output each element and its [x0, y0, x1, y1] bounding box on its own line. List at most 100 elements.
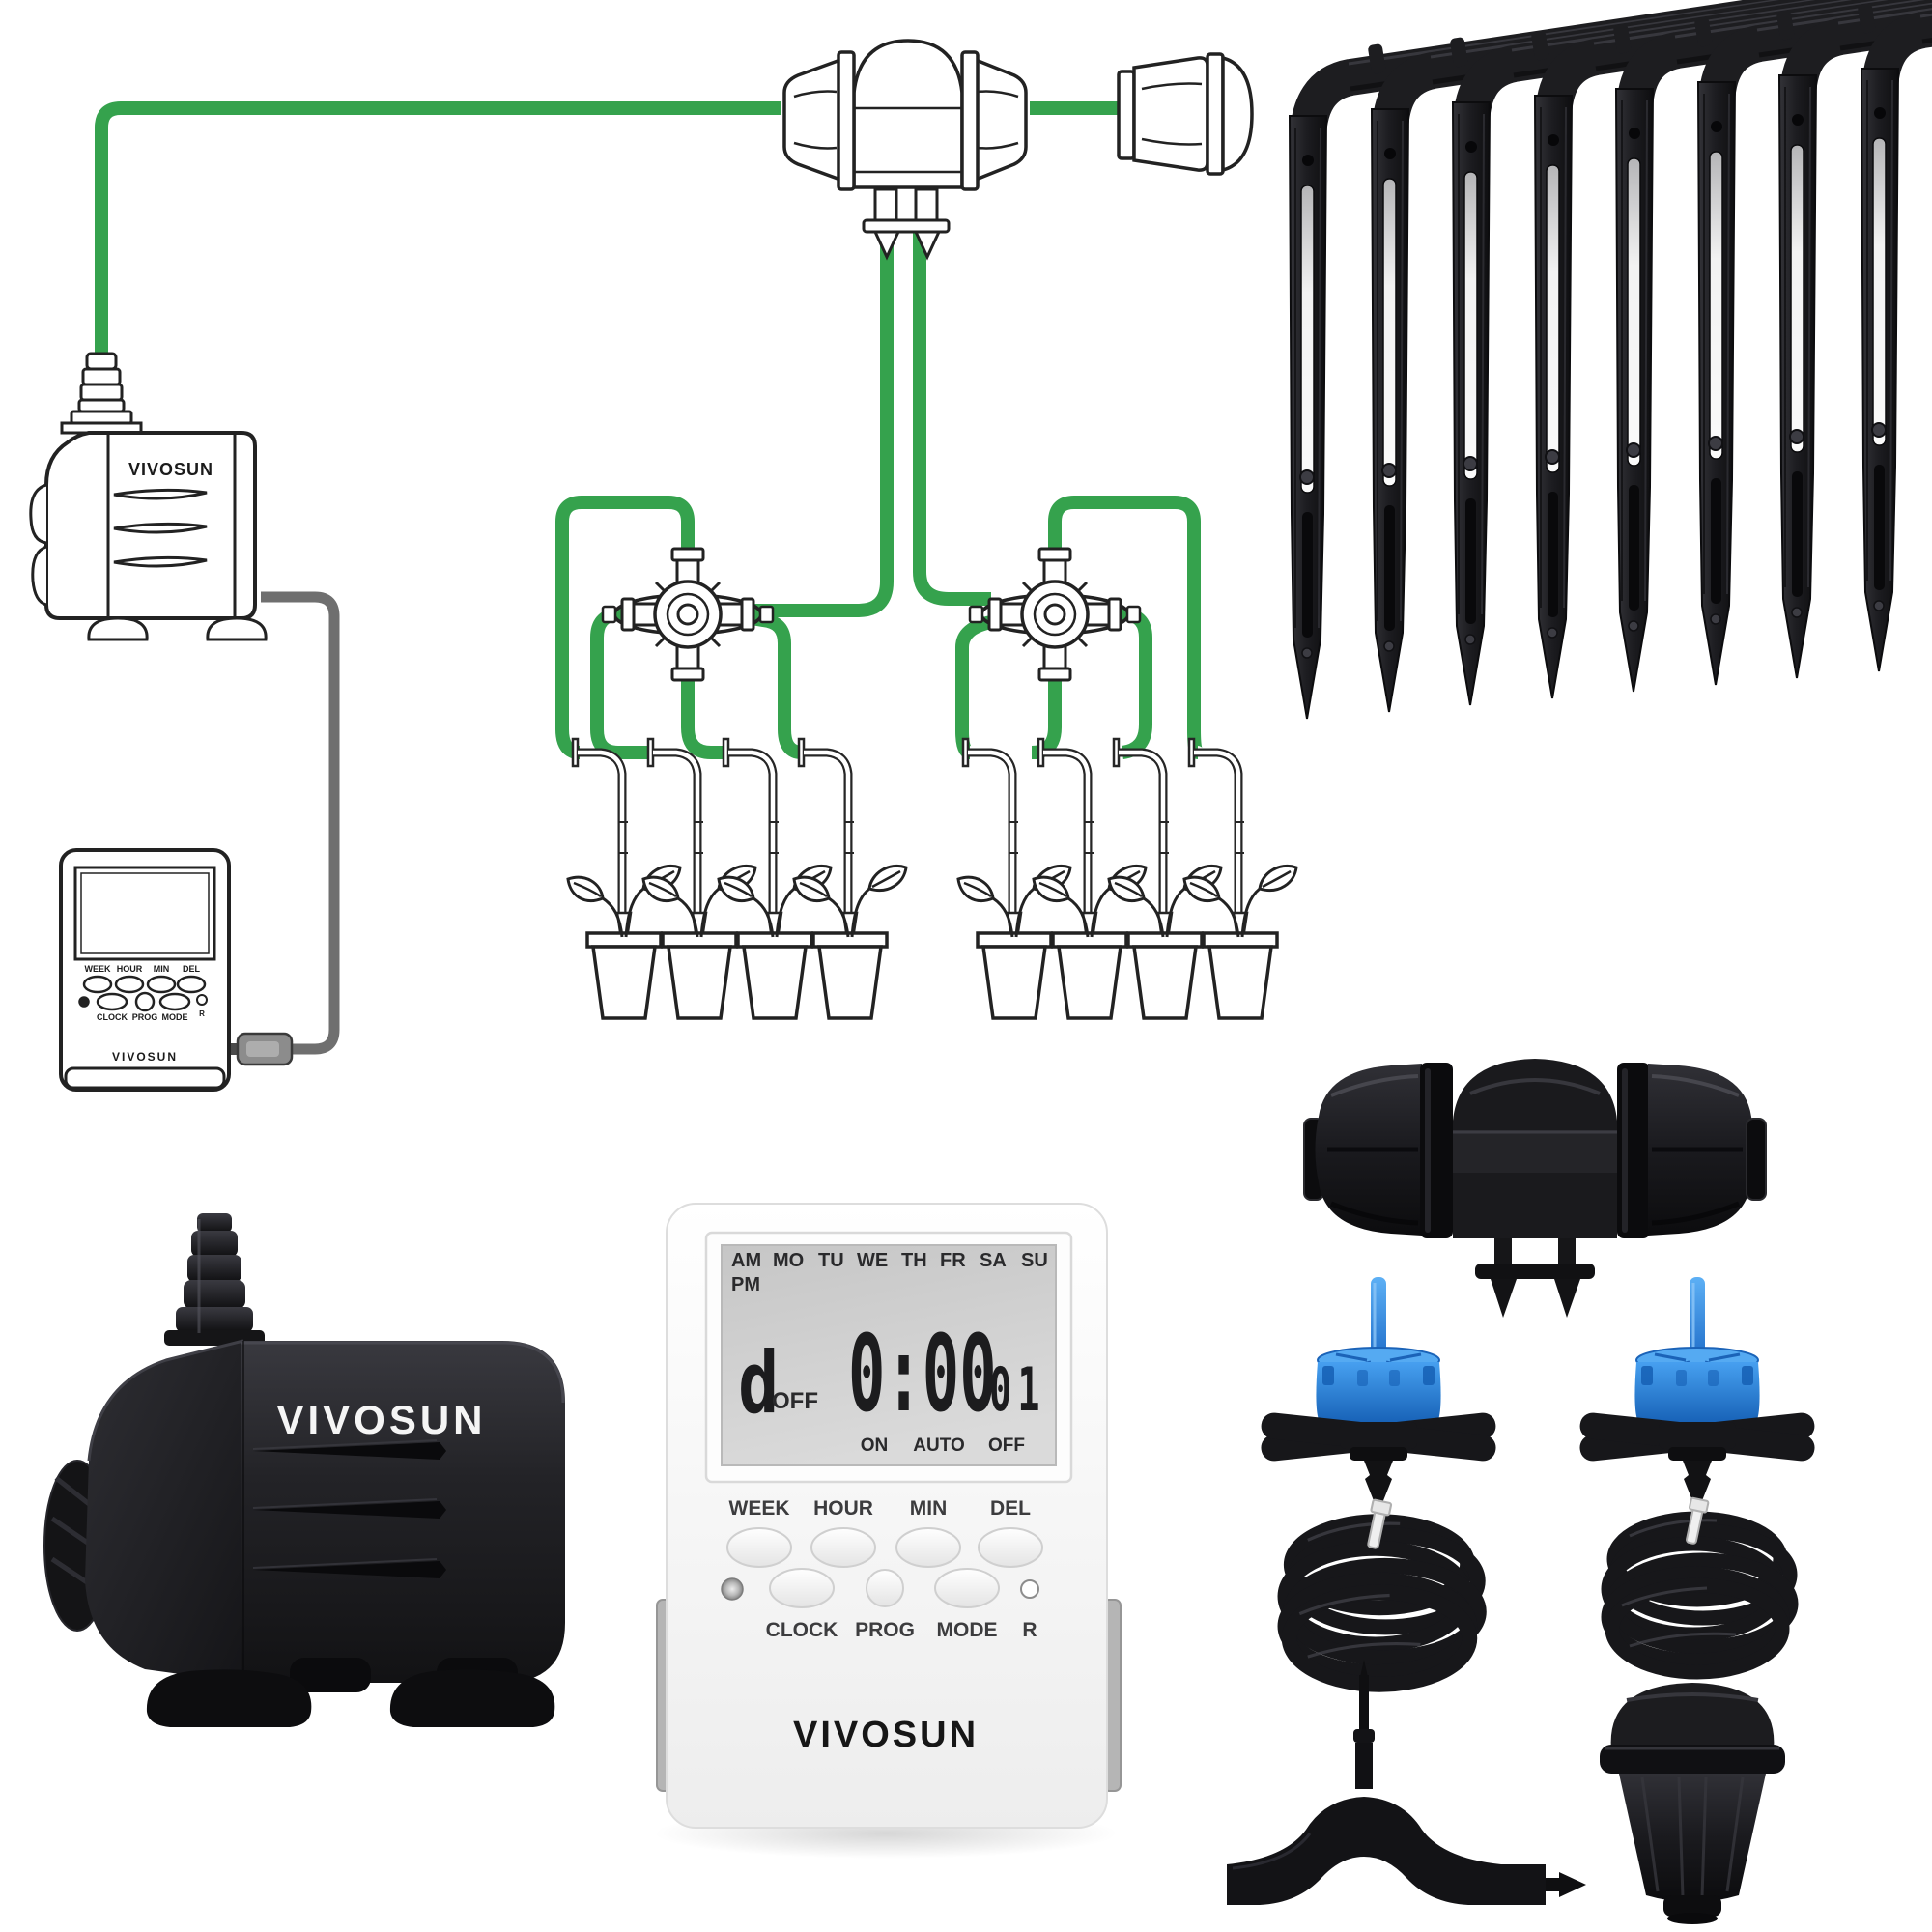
endcap-foot	[1663, 1895, 1721, 1917]
diagram-timer: WEEK HOUR MIN DEL CLOCK PROG MODE R VIVO…	[59, 848, 231, 1092]
anchor-barb-stem	[1546, 1878, 1559, 1891]
lbl-clock: CLOCK	[766, 1619, 838, 1641]
lcd-day-su: SU	[1021, 1250, 1048, 1271]
lbl-min: MIN	[154, 964, 170, 974]
endcap-top	[1610, 1683, 1775, 1755]
tee-right-cone	[974, 57, 1028, 183]
lcd-day-we: WE	[857, 1250, 888, 1271]
diagram-pump: VIVOSUN	[29, 352, 268, 641]
lcd-day-fr: FR	[940, 1250, 966, 1271]
lcd-content: AM PM MO TU WE TH FR SA SU d OFF 0:00 01…	[731, 1250, 1048, 1456]
tube-tee-to-left-manifold	[753, 232, 894, 617]
tee-left-flutes	[793, 90, 838, 150]
product-tee-connector	[1303, 1059, 1767, 1318]
lcd-off: OFF	[988, 1435, 1025, 1456]
tube-pump-to-tee	[95, 101, 781, 359]
tube-m2-s2	[1031, 676, 1062, 759]
cord-path	[261, 591, 340, 1055]
pump-side-bumps	[29, 483, 47, 607]
clock-button	[769, 1568, 835, 1608]
endcap-collar	[1206, 52, 1225, 176]
tee-collar-right	[960, 50, 980, 191]
tee-barb-stem	[914, 187, 939, 222]
lbl-week: WEEK	[85, 964, 112, 974]
tee-barb-flange	[1475, 1264, 1595, 1279]
week-button	[726, 1527, 792, 1568]
diagram-manifold-left	[601, 547, 775, 682]
timer-button-labels-row1: WEEK HOUR MIN DEL	[729, 1497, 1032, 1520]
lcd-day-th: TH	[901, 1250, 927, 1271]
diagram-layer: VIVOSUN	[29, 39, 1298, 1092]
pump-vent-slot	[113, 555, 208, 568]
pump-outlet-collar	[70, 410, 133, 425]
tee-left-cone	[782, 57, 842, 183]
lcd-am: AM	[731, 1250, 761, 1271]
pump-vent-slot	[113, 522, 208, 534]
lcd-auto: AUTO	[913, 1435, 964, 1456]
lcd-on: ON	[861, 1435, 889, 1456]
lcd-day-sa: SA	[980, 1250, 1007, 1271]
product-end-cap	[1600, 1683, 1785, 1924]
tee-collar-left	[837, 50, 856, 191]
tee-barb-stem	[1558, 1238, 1576, 1265]
tee-barb-tip	[872, 230, 901, 261]
timer-screen-inner	[80, 872, 210, 954]
diagram-green-tubing	[95, 101, 1203, 759]
diagram-timer-brand: VIVOSUN	[112, 1050, 178, 1064]
pump-vent-slot	[113, 488, 208, 500]
endcap-ring	[1600, 1745, 1785, 1774]
lcd-mode-state: OFF	[772, 1388, 818, 1414]
lbl-prog: PROG	[855, 1619, 915, 1641]
tube-m1-s1	[555, 496, 695, 759]
lcd-screen	[721, 1244, 1057, 1466]
lbl-reset: R	[1022, 1619, 1037, 1641]
lbl-week: WEEK	[729, 1497, 790, 1520]
product-pump: VIVOSUN	[43, 1213, 565, 1727]
timer-base-strip	[64, 1066, 226, 1090]
diagram-manifold-right	[968, 547, 1142, 682]
timer-buttons-row2	[721, 1568, 1039, 1608]
del-button	[978, 1527, 1043, 1568]
product-drip-stakes	[1290, 0, 1932, 719]
timer-brand: VIVOSUN	[793, 1715, 979, 1755]
tee-center	[852, 39, 964, 189]
prog-button	[866, 1569, 904, 1607]
diagram-tee-connector	[782, 39, 1028, 261]
tube-m1-s4	[750, 611, 803, 759]
min-button	[895, 1527, 961, 1568]
timer-buttons-row1	[82, 975, 207, 994]
lcd-day-mo: MO	[773, 1250, 804, 1271]
timer-buttons-row1	[726, 1527, 1043, 1568]
product-tubing-coils	[1285, 1497, 1791, 1684]
diagram-end-cap	[1117, 52, 1254, 176]
product-drippers	[1258, 1275, 1818, 1515]
tee-barb-tip	[913, 230, 942, 261]
lbl-r: R	[199, 1009, 205, 1018]
pump-foot	[206, 616, 268, 641]
tee-barb-stem	[873, 187, 898, 222]
pump-grooves	[252, 1439, 446, 1578]
lcd-time: 0:00	[848, 1314, 997, 1436]
mode-button	[934, 1568, 1000, 1608]
diagram-pots	[566, 864, 1298, 1020]
lcd-mode-char: d	[738, 1333, 779, 1433]
anchor-body	[1227, 1797, 1546, 1905]
pump-outlet-rib	[81, 367, 122, 386]
endcap-ring	[1117, 70, 1136, 160]
pump-nozzle	[164, 1213, 265, 1346]
tee-barb-flange	[862, 218, 951, 234]
lbl-del: DEL	[183, 964, 201, 974]
anchor-needle	[1360, 1660, 1368, 1677]
timer-button-labels-row2: CLOCK PROG MODE R	[766, 1619, 1037, 1641]
lbl-mode: MODE	[162, 1012, 188, 1022]
product-anchor-stake	[1227, 1660, 1586, 1905]
lbl-min: MIN	[910, 1497, 948, 1520]
tee-barb-tip	[1554, 1279, 1580, 1318]
power-cord	[228, 591, 340, 1066]
pump-outlet-tip	[85, 352, 118, 371]
tube-tee-to-right-manifold	[913, 232, 991, 606]
pump-brand: VIVOSUN	[276, 1397, 486, 1442]
pump-front-wedge	[85, 1341, 243, 1683]
